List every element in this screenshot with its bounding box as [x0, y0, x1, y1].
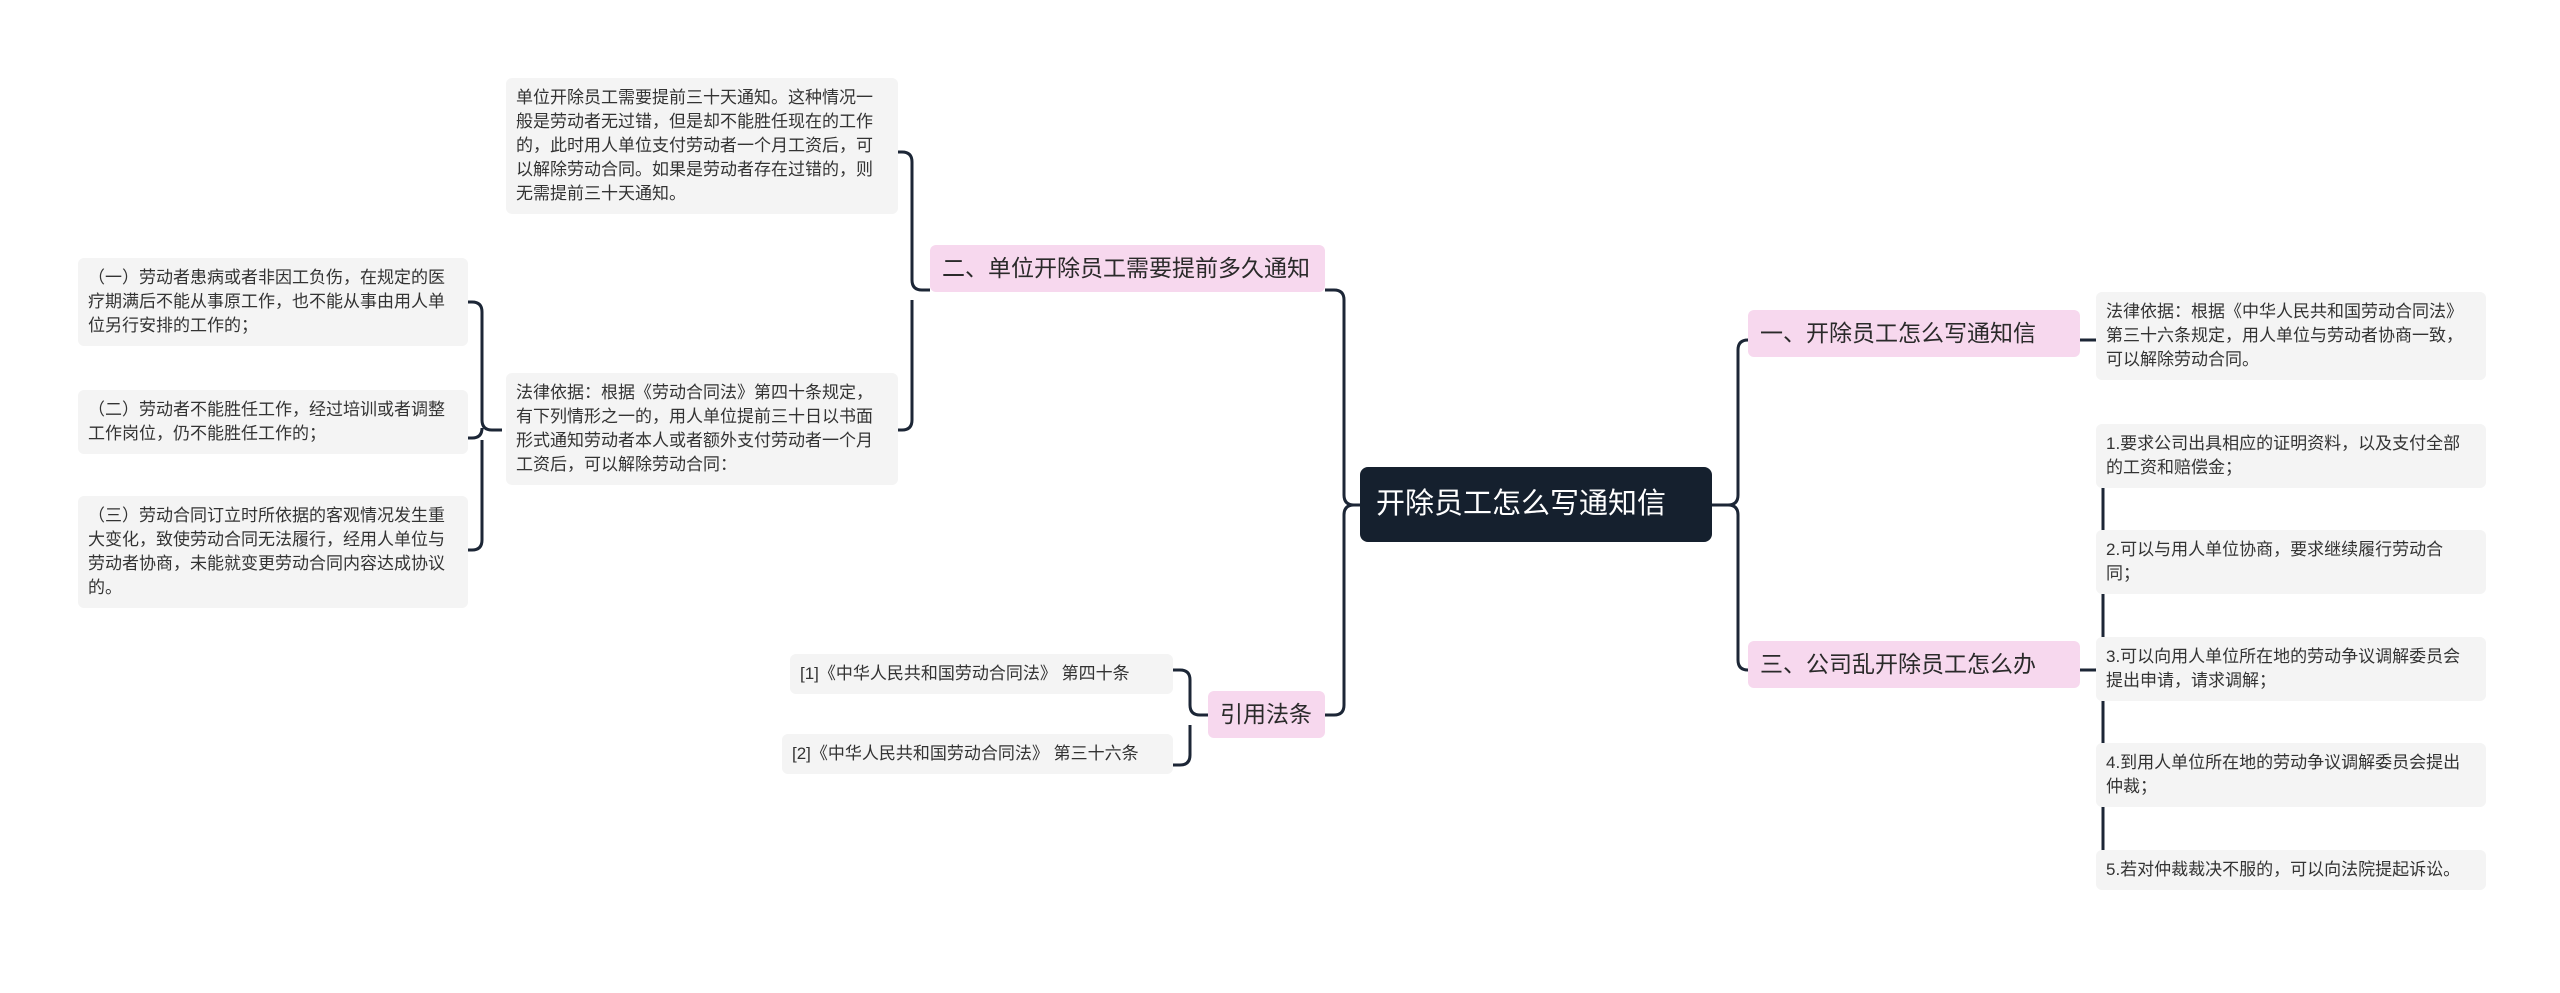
leaf-section1-basis[interactable]: 法律依据：根据《中华人民共和国劳动合同法》第三十六条规定，用人单位与劳动者协商一… — [2096, 292, 2486, 380]
leaf-case-2[interactable]: （二）劳动者不能胜任工作，经过培训或者调整工作岗位，仍不能胜任工作的； — [78, 390, 468, 454]
topic-section2[interactable]: 二、单位开除员工需要提前多久通知 — [930, 245, 1325, 292]
step-item-3[interactable]: 3.可以向用人单位所在地的劳动争议调解委员会提出申请，请求调解； — [2096, 637, 2486, 701]
step-item-2[interactable]: 2.可以与用人单位协商，要求继续履行劳动合同； — [2096, 530, 2486, 594]
topic-references[interactable]: 引用法条 — [1208, 691, 1325, 738]
root-topic[interactable]: 开除员工怎么写通知信 — [1360, 467, 1712, 542]
link-section2-leaves — [898, 150, 930, 432]
topic-section1[interactable]: 一、开除员工怎么写通知信 — [1748, 310, 2080, 357]
leaf-notice[interactable]: 单位开除员工需要提前三十天通知。这种情况一般是劳动者无过错，但是却不能胜任现在的… — [506, 78, 898, 214]
step-item-4[interactable]: 4.到用人单位所在地的劳动争议调解委员会提出仲裁； — [2096, 743, 2486, 807]
link-refs-items — [1173, 668, 1208, 767]
link-root-section2 — [1325, 288, 1360, 507]
reference-item-2[interactable]: [2]《中华人民共和国劳动合同法》 第三十六条 — [782, 734, 1173, 774]
step-item-5[interactable]: 5.若对仲裁裁决不服的，可以向法院提起诉讼。 — [2096, 850, 2486, 890]
leaf-case-1[interactable]: （一）劳动者患病或者非因工负伤，在规定的医疗期满后不能从事原工作，也不能从事由用… — [78, 258, 468, 346]
link-basis-cases — [468, 300, 502, 552]
link-root-section1 — [1712, 338, 1765, 507]
link-root-section3 — [1712, 503, 1765, 672]
topic-section3[interactable]: 三、公司乱开除员工怎么办 — [1748, 641, 2080, 688]
leaf-law-basis[interactable]: 法律依据：根据《劳动合同法》第四十条规定，有下列情形之一的，用人单位提前三十日以… — [506, 373, 898, 485]
link-root-refs — [1325, 503, 1360, 717]
reference-item-1[interactable]: [1]《中华人民共和国劳动合同法》 第四十条 — [790, 654, 1173, 694]
leaf-case-3[interactable]: （三）劳动合同订立时所依据的客观情况发生重大变化，致使劳动合同无法履行，经用人单… — [78, 496, 468, 608]
step-item-1[interactable]: 1.要求公司出具相应的证明资料，以及支付全部的工资和赔偿金； — [2096, 424, 2486, 488]
